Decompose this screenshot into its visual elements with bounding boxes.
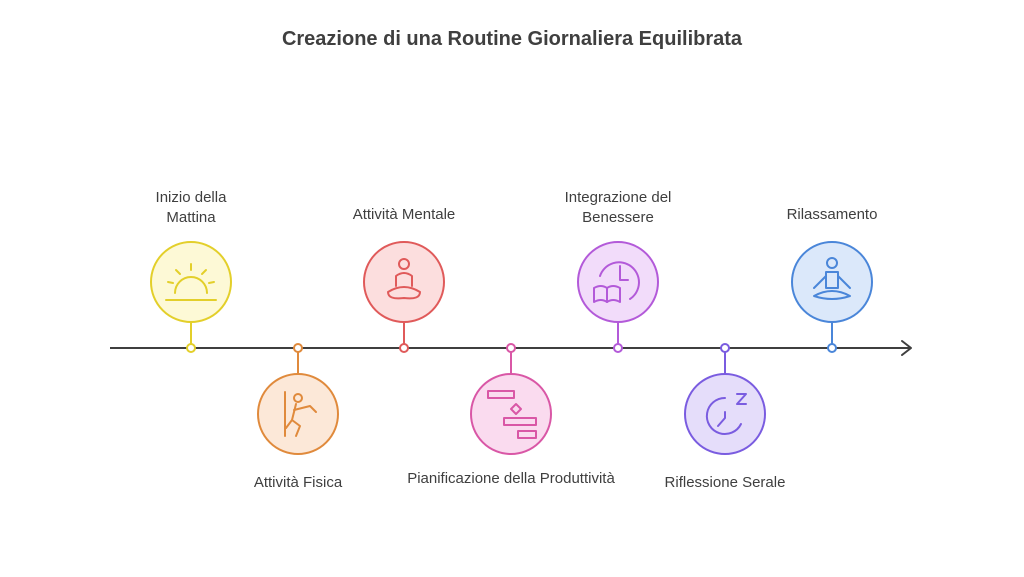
step-label-3: Attività Mentale bbox=[352, 206, 456, 223]
step-label-1: Inizio della Mattina bbox=[155, 189, 227, 226]
diagram-title: Creazione di una Routine Giornaliera Equ… bbox=[281, 28, 743, 50]
step-circle-4 bbox=[470, 373, 552, 455]
step-1 bbox=[150, 241, 232, 353]
timeline-dot-2 bbox=[293, 343, 303, 353]
step-label-6: Riflessione Serale bbox=[664, 474, 786, 491]
step-2 bbox=[257, 343, 339, 455]
timeline-dot-6 bbox=[720, 343, 730, 353]
sunrise-icon bbox=[165, 263, 217, 301]
sleep-clock-icon bbox=[705, 393, 747, 435]
step-label-4: Pianificazione della Produttività bbox=[407, 470, 615, 487]
timeline-dot-1 bbox=[186, 343, 196, 353]
timeline-dot-4 bbox=[506, 343, 516, 353]
step-label-7: Rilassamento bbox=[786, 206, 878, 223]
step-circle-3 bbox=[363, 241, 445, 323]
step-label-2: Attività Fisica bbox=[253, 474, 343, 491]
yoga-pose-icon bbox=[813, 257, 851, 300]
gantt-plan-icon bbox=[487, 390, 537, 439]
climbing-person-icon bbox=[284, 391, 317, 437]
step-circle-2 bbox=[257, 373, 339, 455]
step-circle-1 bbox=[150, 241, 232, 323]
step-4 bbox=[470, 343, 552, 455]
timeline-dot-7 bbox=[827, 343, 837, 353]
clock-book-icon bbox=[593, 261, 640, 303]
step-5 bbox=[577, 241, 659, 353]
step-circle-5 bbox=[577, 241, 659, 323]
step-circle-7 bbox=[791, 241, 873, 323]
step-label-5: Integrazione del Benessere bbox=[564, 189, 672, 226]
meditating-person-icon bbox=[387, 258, 421, 300]
timeline-dot-5 bbox=[613, 343, 623, 353]
step-6 bbox=[684, 343, 766, 455]
step-3 bbox=[363, 241, 445, 353]
step-7 bbox=[791, 241, 873, 353]
timeline-arrowhead bbox=[901, 340, 912, 356]
timeline-dot-3 bbox=[399, 343, 409, 353]
